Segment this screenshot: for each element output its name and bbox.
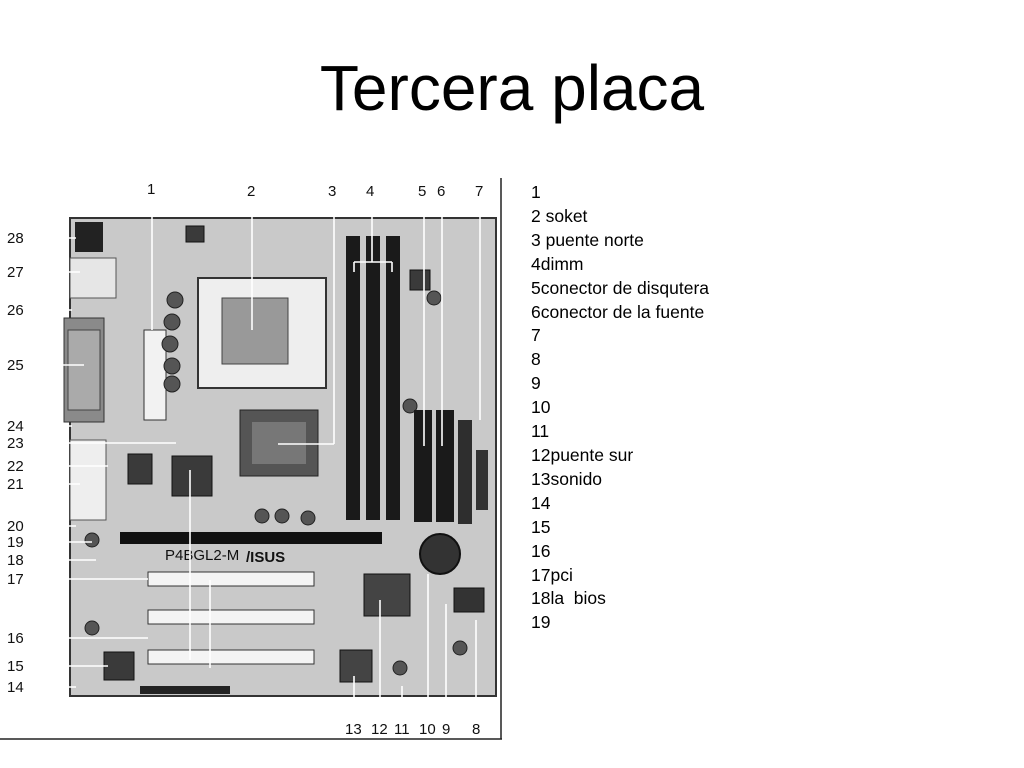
legend-item: 4dimm [531, 253, 584, 274]
callout-14: 14 [7, 679, 24, 696]
north-bridge [239, 409, 319, 477]
callout-10: 10 [419, 721, 436, 738]
legend-item: 12puente sur [531, 444, 634, 465]
callout-11: 11 [394, 721, 410, 738]
callout-12: 12 [371, 721, 388, 738]
callout-25: 25 [7, 357, 24, 374]
callout-5: 5 [418, 183, 426, 200]
legend-item: 7 [531, 325, 541, 346]
callout-lines [35, 202, 481, 718]
legend-item: 11 [531, 421, 550, 442]
callout-7: 7 [475, 183, 483, 200]
pci-slots [147, 571, 315, 665]
left-callouts: 28 27 26 25 24 23 22 21 20 19 18 17 16 1… [7, 230, 24, 696]
cpu-socket [197, 277, 327, 389]
callout-23: 23 [7, 435, 24, 452]
legend-list: 1 2 soket 3 puente norte 4dimm 5conector… [531, 181, 709, 635]
legend-item: 16 [531, 540, 551, 561]
callout-3: 3 [328, 183, 336, 200]
board-model-text: P4BGL2-M [165, 547, 239, 564]
slide-title: Tercera placa [319, 52, 705, 124]
io-ports [63, 222, 117, 521]
callout-19: 19 [7, 534, 24, 551]
callout-8: 8 [472, 721, 480, 738]
callout-4: 4 [366, 183, 374, 200]
callout-2: 2 [247, 183, 255, 200]
bios-chip [453, 587, 485, 613]
motherboard-diagram: P4BGL2-M /ISUS [0, 178, 502, 740]
callout-15: 15 [7, 658, 24, 675]
callout-27: 27 [7, 264, 24, 281]
bottom-callouts: 13 12 11 10 9 8 [345, 721, 480, 738]
ide-connectors [414, 410, 488, 524]
callout-13: 13 [345, 721, 362, 738]
dimm-slots [346, 236, 400, 520]
top-callouts: 1 2 3 4 5 6 7 [147, 181, 483, 200]
legend-item: 15 [531, 516, 551, 537]
legend-item: 10 [531, 397, 551, 418]
brand-logo-text: /ISUS [246, 549, 285, 566]
legend-item: 9 [531, 373, 541, 394]
board-markings: P4BGL2-M /ISUS [165, 547, 285, 566]
callout-21: 21 [7, 476, 24, 493]
callout-9: 9 [442, 721, 450, 738]
callout-22: 22 [7, 458, 24, 475]
south-bridge [363, 573, 411, 617]
legend-item: 17pci [531, 564, 573, 585]
callout-26: 26 [7, 302, 24, 319]
callout-28: 28 [7, 230, 24, 247]
legend-item: 19 [531, 612, 551, 633]
bottom-header [140, 686, 230, 694]
legend-item: 1 [531, 182, 541, 202]
legend-item: 8 [531, 349, 541, 370]
callout-18: 18 [7, 552, 24, 569]
cmos-battery [419, 533, 461, 575]
sound-chip [339, 649, 373, 683]
callout-24: 24 [7, 418, 24, 435]
legend-item: 6conector de la fuente [531, 301, 705, 322]
legend-item: 3 puente norte [531, 229, 644, 250]
callout-16: 16 [7, 630, 24, 647]
legend-item: 5conector de disqutera [531, 277, 710, 298]
callout-6: 6 [437, 183, 445, 200]
callout-20: 20 [7, 518, 24, 535]
power-connector [143, 329, 167, 421]
agp-slot [120, 532, 382, 544]
legend-item: 13sonido [531, 468, 603, 489]
capacitors [84, 290, 468, 676]
misc-chips [103, 225, 431, 681]
callout-17: 17 [7, 571, 24, 588]
legend-item: 14 [531, 492, 551, 513]
callout-1: 1 [147, 181, 155, 198]
legend-item: 2 soket [531, 205, 588, 226]
legend-item: 18la bios [531, 588, 606, 609]
